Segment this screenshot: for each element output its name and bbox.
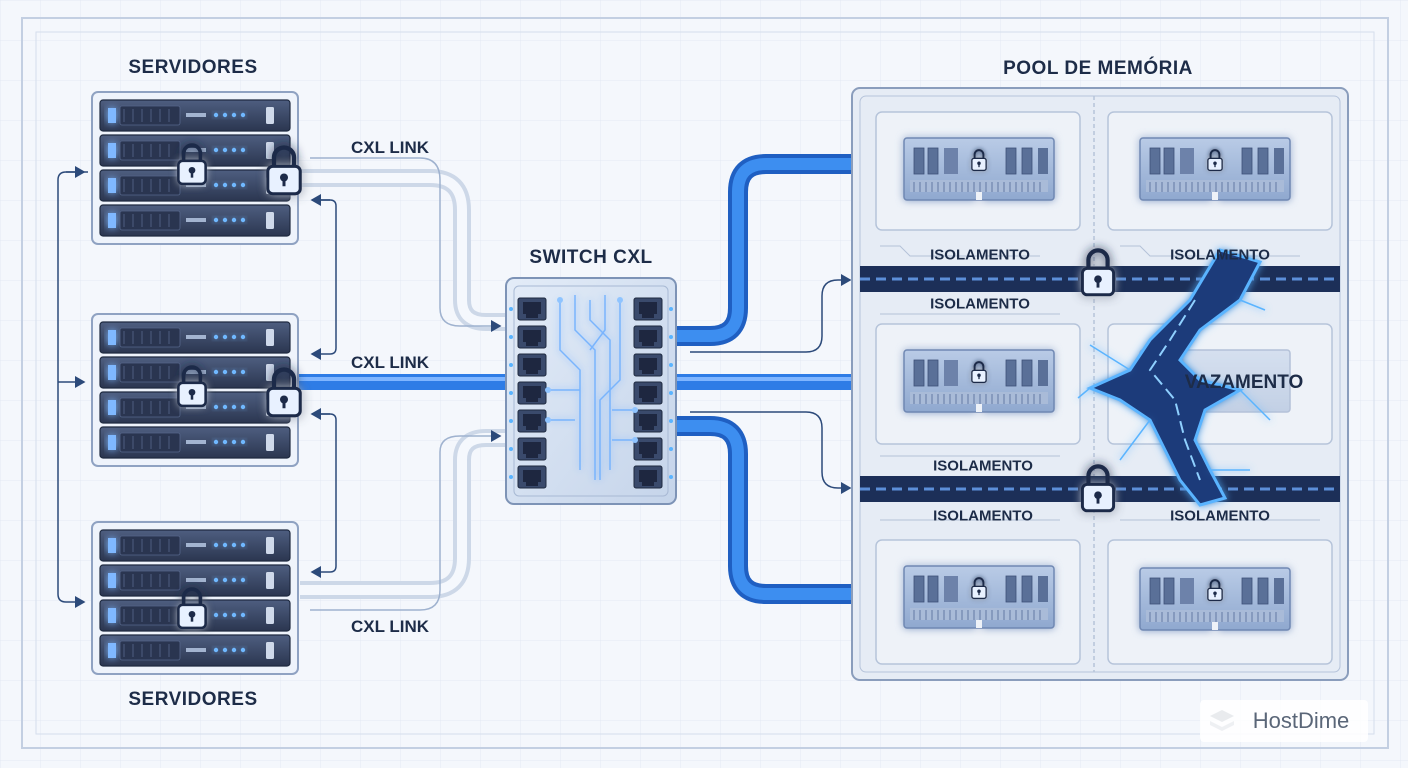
server-bay (99, 169, 291, 202)
lock-icon (177, 365, 207, 408)
ram-module (1139, 567, 1291, 631)
switch-circuit (548, 295, 635, 480)
port-led (509, 391, 513, 395)
lock-icon (971, 577, 987, 600)
port-led (669, 363, 673, 367)
pool-cable-bottom (676, 416, 852, 604)
server-bracket-left (57, 166, 88, 608)
cxl-link-label-top: CXL LINK (350, 138, 430, 157)
ram-module (1139, 137, 1291, 201)
isolation-label: ISOLAMENTO (933, 457, 1033, 475)
switch-port (633, 437, 663, 461)
port-led (669, 391, 673, 395)
inner-frame (35, 31, 1375, 735)
ram-module (903, 137, 1055, 201)
switch-port (633, 465, 663, 489)
port-led (669, 419, 673, 423)
cxl-cable-bottom (300, 429, 508, 599)
outer-frame (21, 17, 1389, 749)
switch-port (633, 353, 663, 377)
isolation-label: ISOLAMENTO (930, 246, 1030, 264)
switch-port (517, 297, 547, 321)
isolation-label: ISOLAMENTO (1170, 507, 1270, 525)
lock-icon (177, 143, 207, 186)
cxl-cable-top (300, 169, 508, 331)
ram-module (903, 565, 1055, 629)
server-rack (91, 521, 299, 675)
switch-port (633, 325, 663, 349)
isolation-label: ISOLAMENTO (930, 295, 1030, 313)
server-bay (99, 529, 291, 562)
port-led (669, 307, 673, 311)
lock-icon (971, 361, 987, 384)
iso-arrow-bottom (690, 411, 852, 494)
switch-port (517, 381, 547, 405)
link-arrow-top (310, 157, 502, 332)
server-bay (99, 204, 291, 237)
isolation-label: ISOLAMENTO (933, 507, 1033, 525)
switch-port (517, 409, 547, 433)
server-bay (99, 391, 291, 424)
server-bay (99, 321, 291, 354)
pool-cable-top (676, 154, 852, 346)
server-rack (91, 313, 302, 467)
server-rack (91, 91, 302, 245)
pool-title: POOL DE MEMÓRIA (1003, 58, 1193, 79)
server-racks (91, 91, 302, 675)
port-led (509, 363, 513, 367)
lock-icon (971, 149, 987, 172)
port-led (669, 447, 673, 451)
link-arrow-bottom (310, 430, 502, 611)
isolation-label: ISOLAMENTO (1170, 246, 1270, 264)
port-led (669, 475, 673, 479)
switch-circuit-dots (545, 297, 638, 443)
port-led (509, 307, 513, 311)
servers-title-top: SERVIDORES (128, 57, 258, 78)
isolation-lock-icon (1080, 248, 1116, 297)
isolation-lock-icon (1080, 464, 1116, 513)
iso-arrow-top (690, 274, 852, 353)
switch-port (633, 297, 663, 321)
switch-port (517, 325, 547, 349)
server-bay (99, 99, 291, 132)
lock-icons (1080, 248, 1116, 513)
server-bracket-right (310, 194, 337, 578)
port-led (509, 335, 513, 339)
server-bay (99, 634, 291, 667)
cxl-cable-mid (298, 374, 510, 390)
switch-port (517, 353, 547, 377)
switch-port (517, 465, 547, 489)
lock-icon (177, 587, 207, 630)
cxl-link-label-mid: CXL LINK (350, 353, 430, 372)
port-led (509, 447, 513, 451)
pool-cable-mid (676, 374, 852, 390)
leak-crack (1077, 248, 1271, 507)
cxl-switch (505, 277, 677, 505)
lock-icon (266, 367, 302, 418)
brand-name: HostDime (1252, 708, 1350, 733)
server-bay (99, 134, 291, 167)
switch-port (633, 381, 663, 405)
port-led (509, 419, 513, 423)
switch-title: SWITCH CXL (529, 247, 653, 268)
port-led (669, 335, 673, 339)
leak-label: VAZAMENTO (1184, 372, 1304, 393)
hostdime-brand: HostDime (1200, 700, 1368, 742)
switch-port (517, 437, 547, 461)
lock-icon (1207, 579, 1223, 602)
servers-title-bottom: SERVIDORES (128, 689, 258, 710)
port-led (509, 475, 513, 479)
lock-icon (266, 145, 302, 196)
switch-port (633, 409, 663, 433)
server-bay (99, 564, 291, 597)
server-bay (99, 426, 291, 459)
lock-icon (1207, 149, 1223, 172)
ram-module (903, 349, 1055, 413)
switch-ports (509, 297, 673, 489)
cxl-link-label-bottom: CXL LINK (350, 617, 430, 636)
